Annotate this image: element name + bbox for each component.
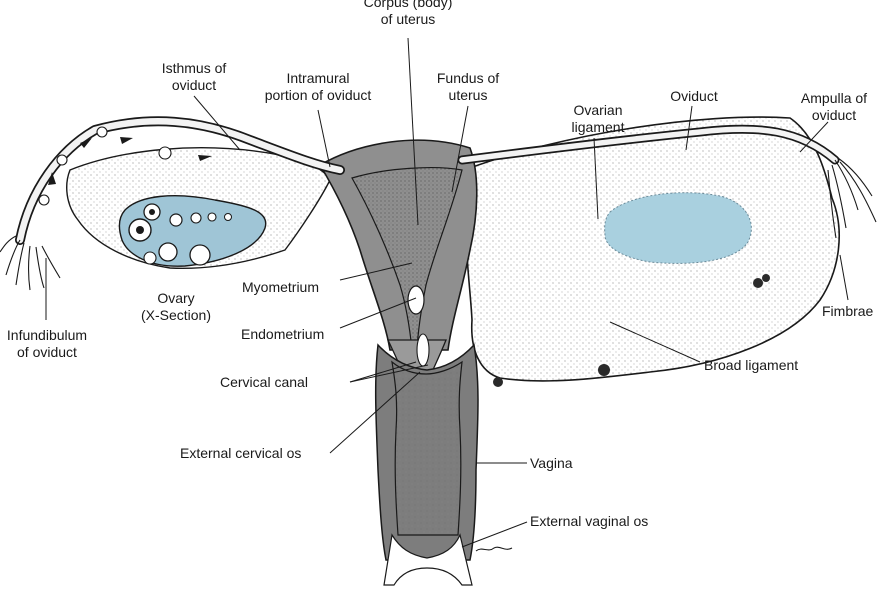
label-vagina: Vagina [530, 455, 573, 471]
label-isthmus-of-oviduct: Isthmus of oviduct [161, 60, 227, 93]
vaginal-os-shape [383, 533, 473, 586]
label-intramural-portion: Intramural portion of oviduct [264, 70, 372, 103]
label-myometrium: Myometrium [242, 279, 320, 295]
label-broad-ligament: Broad ligament [704, 357, 799, 373]
label-corpus-of-uterus: Corpus (body) of uterus [363, 0, 453, 27]
label-fundus-of-uterus: Fundus of uterus [436, 70, 500, 103]
right-ovary-shape [604, 192, 752, 264]
cervical-canal-shape [407, 285, 425, 315]
label-external-vaginal-os: External vaginal os [530, 513, 649, 529]
label-cervical-canal: Cervical canal [220, 374, 308, 390]
uterine-cavity-shape [351, 167, 463, 351]
label-endometrium: Endometrium [241, 326, 325, 342]
leader-lines [45, 37, 849, 548]
direction-arrows [48, 137, 212, 185]
right-fimbriae [827, 157, 877, 239]
label-ampulla-of-oviduct: Ampulla of oviduct [800, 90, 868, 123]
label-infundibulum: Infundibulum of oviduct [6, 327, 88, 360]
label-external-cervical-os: External cervical os [180, 445, 302, 461]
label-ovary: Ovary (X-Section) [140, 290, 212, 323]
egg-cells [38, 126, 172, 206]
left-fimbriae [0, 235, 61, 291]
vaginal-canal-shape [391, 360, 463, 536]
label-fimbrae: Fimbrae [822, 303, 874, 319]
label-oviduct: Oviduct [670, 88, 718, 104]
label-ovarian-ligament: Ovarian ligament [571, 102, 625, 135]
